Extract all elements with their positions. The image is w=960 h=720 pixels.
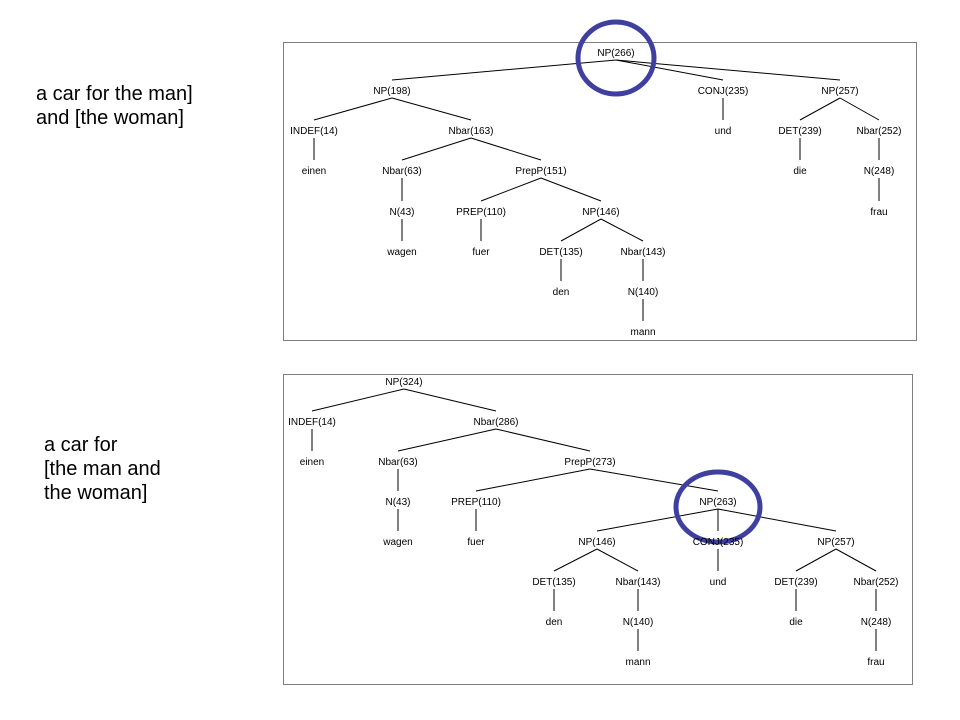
parse-tree-bottom: NP(324) INDEF(14) Nbar(286) einen Nbar(63) Pr… [288,377,898,668]
node-prepp151: PrepP(151) [515,166,566,177]
edge-np257-det239 [799,97,841,121]
node-indef14: INDEF(14) [288,417,336,428]
node-nbar163: Nbar(163) [448,126,493,137]
caption-bottom: a car for [the man and the woman] [44,433,161,505]
parse-tree-top: NP(266) NP(198) CONJ(235) NP(257) INDEF(14) N… [290,19,902,338]
edge-np266-conj235 [615,59,724,81]
node-det239: DET(239) [778,126,821,137]
caption-bottom-line-3: the woman] [44,482,148,504]
edge-prepp151-np146 [540,177,602,202]
node-frau: frau [867,657,884,668]
node-mann: mann [630,327,655,338]
node-nbar252: Nbar(252) [853,577,898,588]
edge-np257-nbar252 [839,97,880,121]
node-prep110: PREP(110) [456,207,506,218]
node-conj235: CONJ(235) [698,86,749,97]
node-einen: einen [300,457,324,468]
node-prepp273: PrepP(273) [564,457,615,468]
node-und: und [710,577,727,588]
node-np266: NP(266) [597,48,634,59]
edge-prepp151-prep110 [480,177,542,202]
node-n248: N(248) [861,617,892,628]
node-np257: NP(257) [821,86,858,97]
node-mann: mann [625,657,650,668]
edge-nbar286-nbar63 [397,428,497,452]
node-det135: DET(135) [539,247,582,258]
node-np257: NP(257) [817,537,854,548]
node-nbar286: Nbar(286) [473,417,518,428]
edge-nbar163-prepp151 [470,137,542,161]
node-den: den [546,617,563,628]
edge-np146-det135 [560,218,602,242]
caption-top-line-1: a car for the man] [36,83,193,105]
node-den: den [553,287,570,298]
highlight-circle-np266 [575,19,657,97]
node-n43: N(43) [385,497,410,508]
node-det135: DET(135) [532,577,575,588]
edge-prepp273-np263 [589,468,719,492]
highlight-circle-np263 [673,469,763,545]
node-n140: N(140) [623,617,654,628]
node-fuer: fuer [467,537,485,548]
node-einen: einen [302,166,326,177]
node-np198: NP(198) [373,86,410,97]
edge-np257-det239 [795,548,837,572]
caption-top-line-2: and [the woman] [36,107,184,129]
node-die: die [789,617,803,628]
node-n140: N(140) [628,287,659,298]
node-det239: DET(239) [774,577,817,588]
node-fuer: fuer [472,247,490,258]
edge-np324-nbar286 [403,388,497,412]
edge-np257-nbar252 [835,548,877,572]
node-prep110: PREP(110) [451,497,501,508]
node-nbar143: Nbar(143) [620,247,665,258]
edge-np198-nbar163 [391,97,472,121]
node-die: die [793,166,807,177]
node-wagen: wagen [382,537,412,548]
caption-bottom-line-2: [the man and [44,458,161,480]
edge-np146-nbar143 [596,548,639,572]
node-np263: NP(263) [699,497,736,508]
node-nbar143: Nbar(143) [615,577,660,588]
node-frau: frau [870,207,887,218]
node-nbar63: Nbar(63) [378,457,417,468]
node-nbar252: Nbar(252) [856,126,901,137]
edge-np146-nbar143 [600,218,644,242]
node-nbar63: Nbar(63) [382,166,421,177]
edge-prepp273-prep110 [475,468,591,492]
edge-np146-det135 [553,548,598,572]
node-np146: NP(146) [578,537,615,548]
node-wagen: wagen [386,247,416,258]
node-np146: NP(146) [582,207,619,218]
node-n43: N(43) [389,207,414,218]
edge-nbar286-prepp273 [495,428,591,452]
edge-np198-indef14 [313,97,393,121]
node-conj235: CONJ(235) [693,537,744,548]
edge-nbar163-nbar63 [401,137,472,161]
caption-top: a car for the man] and [the woman] [36,82,193,130]
node-indef14: INDEF(14) [290,126,338,137]
parse-tree-panel-bottom [283,374,913,685]
edge-np263-np146 [596,508,719,532]
node-und: und [715,126,732,137]
node-n248: N(248) [864,166,895,177]
node-np324: NP(324) [385,377,422,388]
edge-np324-indef14 [311,388,405,412]
edge-np263-np257 [717,508,837,532]
caption-bottom-line-1: a car for [44,434,118,456]
